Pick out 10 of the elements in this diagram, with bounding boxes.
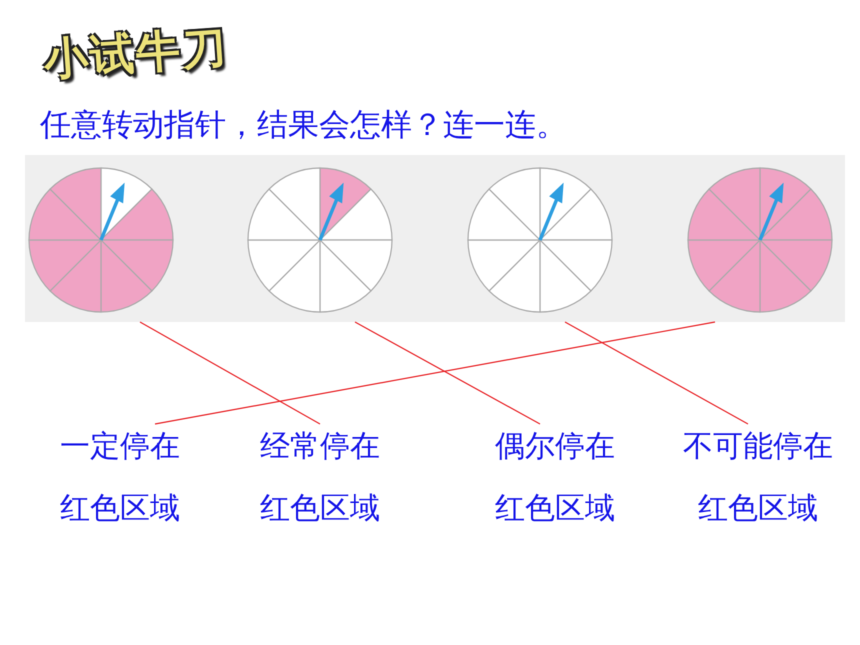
instruction-text: 任意转动指针，结果会怎样？连一连。 xyxy=(40,106,567,145)
answer-text: 不可能停在红色区域 xyxy=(678,416,838,540)
connector-line xyxy=(154,321,716,425)
connector-line xyxy=(140,321,320,425)
connector-line xyxy=(564,321,748,425)
connector-line xyxy=(354,321,540,425)
answer-text: 一定停在红色区域 xyxy=(55,416,185,540)
answer-text: 经常停在红色区域 xyxy=(255,416,385,540)
answer-text: 偶尔停在红色区域 xyxy=(490,416,620,540)
title: 小试牛刀 xyxy=(42,20,230,88)
